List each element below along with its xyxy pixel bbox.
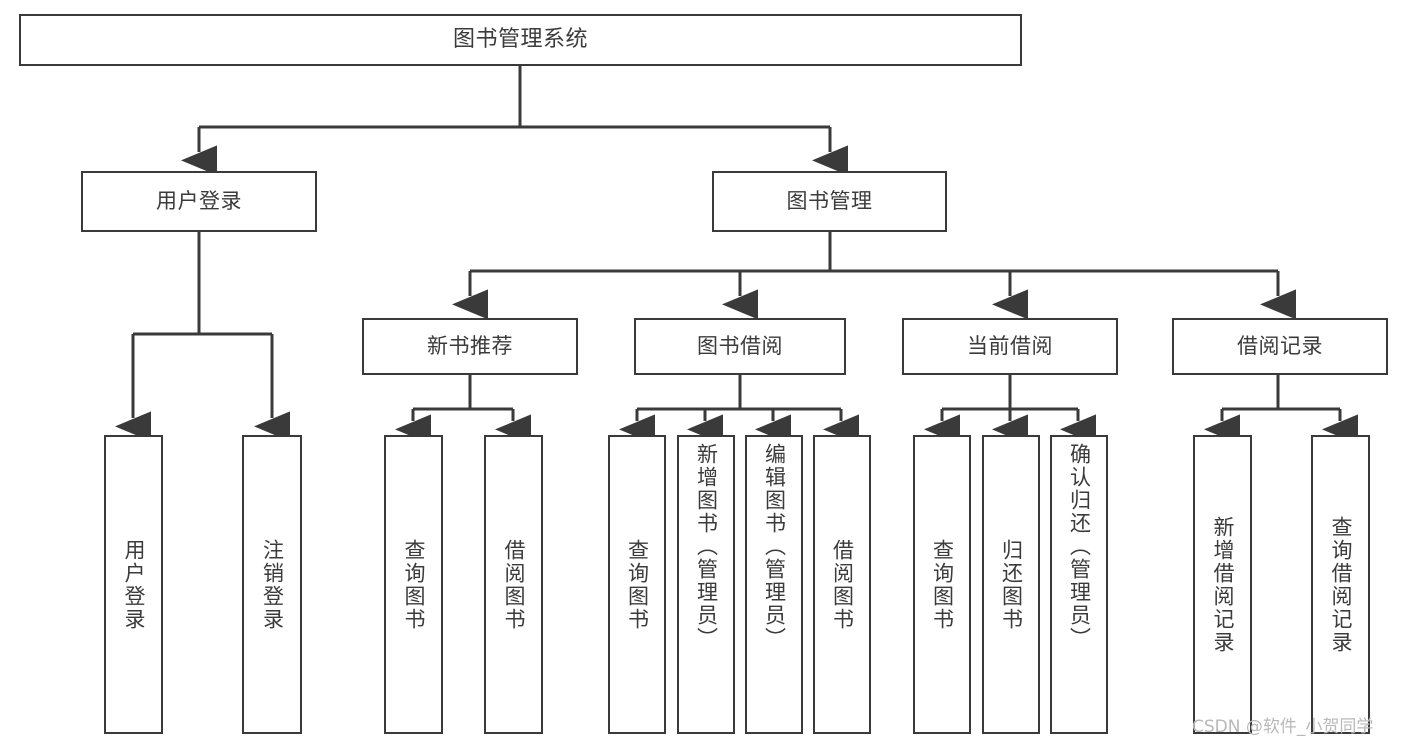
node-label: 查询图书 [930,538,955,631]
leaf-logout[interactable]: 注销登录 [242,435,302,734]
node-label: 用户登录 [156,188,242,213]
leaf-borrow-book[interactable]: 借阅图书 [813,435,871,734]
node-label: 图书管理 [786,188,873,213]
node-label: 图书管理系统 [452,26,588,52]
node-label: 借阅图书 [830,538,855,631]
leaf-query-book-recommend[interactable]: 查询图书 [384,435,443,734]
node-label: 图书借阅 [697,333,783,358]
node-label: 新增图书（管理员） [694,443,719,650]
leaf-return-book[interactable]: 归还图书 [982,435,1040,734]
node-label: 归还图书 [999,538,1024,631]
leaf-query-borrow-record[interactable]: 查询借阅记录 [1311,435,1370,734]
node-label: 查询图书 [625,538,650,631]
leaf-user-login[interactable]: 用户登录 [104,435,163,734]
node-label: 注销登录 [260,538,285,631]
node-label: 用户登录 [122,538,146,631]
leaf-confirm-return-admin[interactable]: 确认归还（管理员） [1050,435,1108,734]
node-label: 借阅记录 [1237,333,1323,358]
node-book-borrow[interactable]: 图书借阅 [634,318,846,375]
node-label: 新增借阅记录 [1211,515,1235,654]
node-label: 当前借阅 [967,333,1053,358]
node-book-management[interactable]: 图书管理 [712,171,947,232]
node-user-login[interactable]: 用户登录 [81,171,317,232]
leaf-add-book-admin[interactable]: 新增图书（管理员） [677,435,735,734]
node-label: 确认归还（管理员） [1067,443,1092,650]
node-label: 编辑图书（管理员） [762,443,787,650]
node-label: 查询图书 [402,538,426,631]
node-current-borrow[interactable]: 当前借阅 [902,318,1118,375]
node-new-book-recommend[interactable]: 新书推荐 [362,318,578,375]
leaf-query-book-current[interactable]: 查询图书 [913,435,971,734]
watermark: CSDN @软件_小贺同学 [1192,717,1374,737]
node-label: 查询借阅记录 [1329,515,1353,654]
node-label: 借阅图书 [502,538,526,631]
leaf-add-borrow-record[interactable]: 新增借阅记录 [1193,435,1252,734]
leaf-borrow-book-recommend[interactable]: 借阅图书 [484,435,543,734]
leaf-query-book-borrow[interactable]: 查询图书 [608,435,666,734]
leaf-edit-book-admin[interactable]: 编辑图书（管理员） [745,435,803,734]
node-borrow-record[interactable]: 借阅记录 [1172,318,1388,375]
node-root-system[interactable]: 图书管理系统 [19,14,1022,66]
node-label: 新书推荐 [427,333,513,358]
